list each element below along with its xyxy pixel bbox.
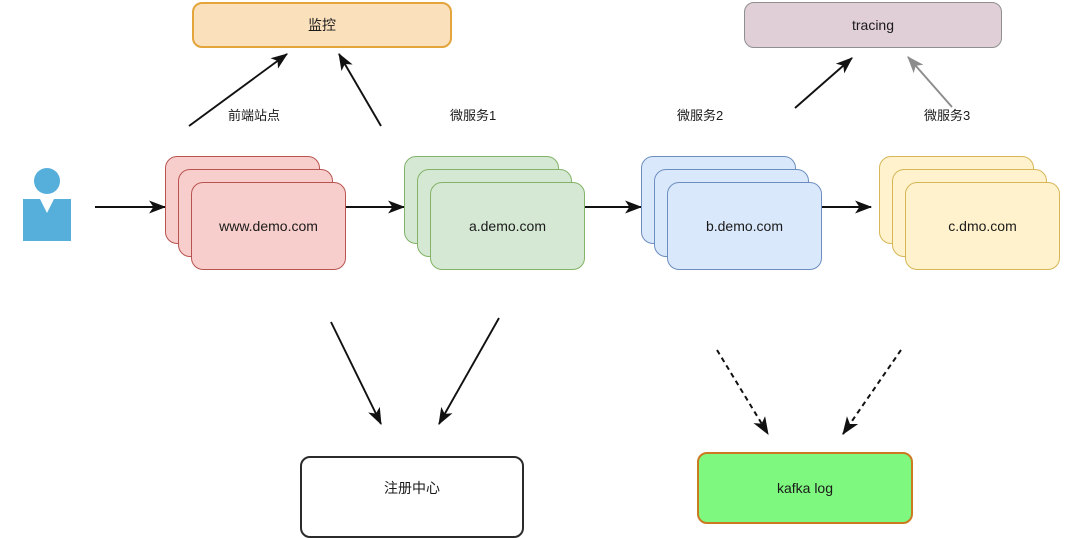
node-tracing-label: tracing bbox=[851, 16, 895, 33]
service-stack-frontend-label: www.demo.com bbox=[219, 218, 318, 234]
service-stack-service-c[interactable]: c.dmo.com bbox=[879, 156, 1061, 270]
stack-card-front[interactable]: b.demo.com bbox=[667, 182, 822, 270]
edge-label-microservice-2: 微服务2 bbox=[677, 108, 724, 123]
service-stack-frontend[interactable]: www.demo.com bbox=[165, 156, 347, 270]
edge-microservice3-to-tracing bbox=[907, 56, 953, 108]
stack-card-front[interactable]: www.demo.com bbox=[191, 182, 346, 270]
service-stack-service-b-label: b.demo.com bbox=[705, 218, 784, 234]
edge-frontend-to-registry bbox=[330, 321, 382, 426]
user-actor-icon bbox=[23, 168, 71, 242]
node-registry[interactable]: 注册中心 bbox=[300, 456, 524, 538]
actor-body-icon bbox=[23, 199, 71, 241]
edge-service-c-to-kafka bbox=[842, 349, 902, 435]
edge-microservice2-to-tracing bbox=[794, 57, 853, 109]
node-monitor[interactable]: 监控 bbox=[192, 2, 452, 48]
edge-service-a-to-registry bbox=[438, 317, 500, 425]
actor-head-icon bbox=[34, 168, 60, 194]
stack-card-front[interactable]: c.dmo.com bbox=[905, 182, 1060, 270]
edge-label-frontend-site: 前端站点 bbox=[228, 108, 281, 123]
node-registry-label: 注册中心 bbox=[384, 479, 440, 496]
stack-card-front[interactable]: a.demo.com bbox=[430, 182, 585, 270]
edge-label-microservice-1: 微服务1 bbox=[450, 108, 497, 123]
node-tracing[interactable]: tracing bbox=[744, 2, 1002, 48]
node-kafka-label: kafka log bbox=[776, 479, 834, 496]
edge-microservice1-to-monitor bbox=[338, 53, 382, 127]
service-stack-service-a[interactable]: a.demo.com bbox=[404, 156, 586, 270]
node-monitor-label: 监控 bbox=[308, 16, 336, 33]
service-stack-service-b[interactable]: b.demo.com bbox=[641, 156, 823, 270]
edge-service-b-to-kafka bbox=[716, 349, 769, 436]
service-stack-service-a-label: a.demo.com bbox=[468, 218, 547, 234]
edge-label-microservice-3: 微服务3 bbox=[924, 108, 971, 123]
service-stack-service-c-label: c.dmo.com bbox=[948, 218, 1017, 234]
node-kafka[interactable]: kafka log bbox=[697, 452, 913, 524]
